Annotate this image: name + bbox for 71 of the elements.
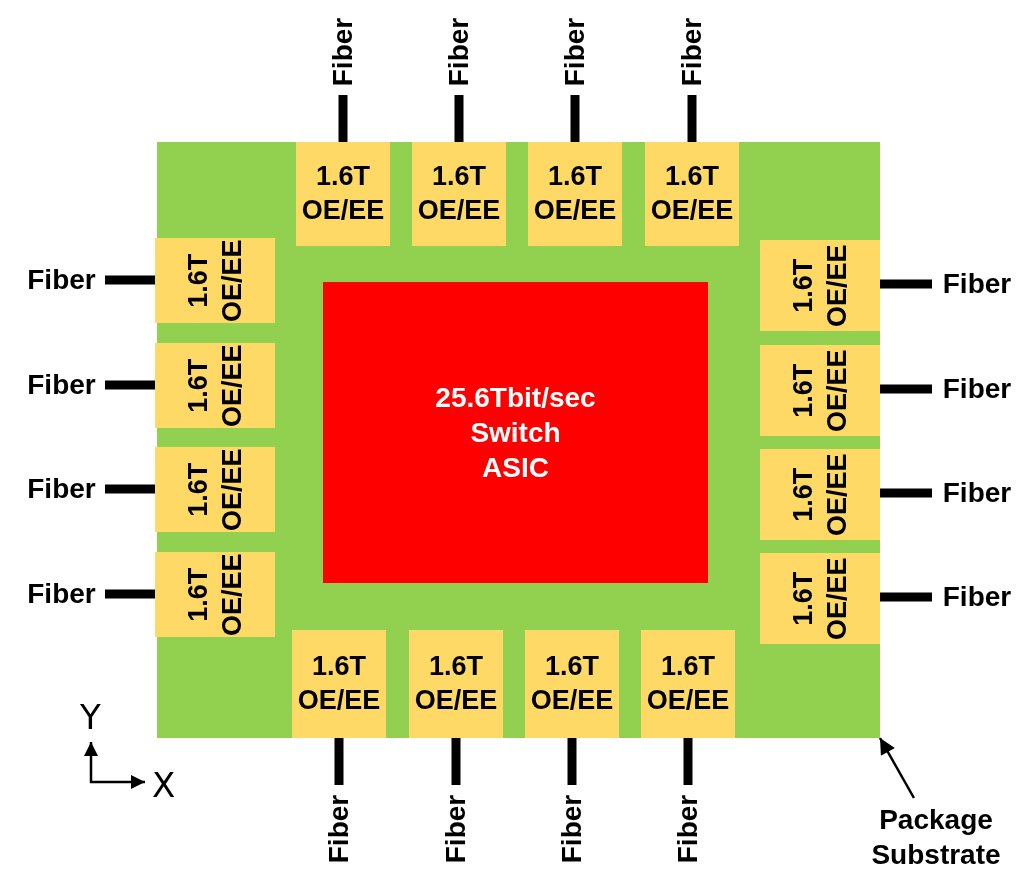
module-label: 1.6T OE/EE — [181, 344, 247, 427]
fiber-line — [880, 488, 932, 498]
package-substrate — [157, 142, 880, 738]
module-box — [296, 142, 390, 246]
module-label: 1.6T OE/EE — [181, 448, 247, 531]
fiber-label: Fiber — [942, 479, 1012, 507]
module-label: 1.6T OE/EE — [786, 349, 852, 432]
axis-label: X — [152, 768, 176, 802]
fiber-line — [687, 95, 697, 142]
module-label: 1.6T OE/EE — [530, 650, 614, 717]
asic-chip — [323, 282, 708, 583]
fiber-line — [683, 738, 693, 785]
module-box — [155, 238, 275, 323]
fiber-line — [105, 275, 155, 285]
module-box — [760, 449, 880, 540]
callout-label: Package Substrate — [870, 803, 1002, 872]
fiber-line — [105, 380, 155, 390]
module-box — [155, 552, 275, 637]
fiber-line — [570, 95, 580, 142]
fiber-label: Fiber — [27, 266, 96, 294]
module-label: 1.6T OE/EE — [650, 160, 734, 227]
module-label: 1.6T OE/EE — [786, 453, 852, 536]
module-label: 1.6T OE/EE — [417, 160, 501, 227]
fiber-line — [451, 738, 461, 785]
module-label: 1.6T OE/EE — [181, 239, 247, 322]
module-label: 1.6T OE/EE — [301, 160, 385, 227]
fiber-line — [338, 95, 348, 142]
fiber-line — [454, 95, 464, 142]
fiber-line — [880, 279, 932, 289]
fiber-label: Fiber — [942, 270, 1012, 298]
axis-label: Y — [80, 700, 101, 734]
module-box — [528, 142, 622, 246]
fiber-label: Fiber — [558, 794, 586, 863]
fiber-label: Fiber — [942, 375, 1012, 403]
module-label: 1.6T OE/EE — [533, 160, 617, 227]
module-box — [155, 343, 275, 428]
fiber-line — [105, 589, 155, 599]
fiber-line — [880, 592, 932, 602]
chip-label: 25.6Tbit/sec Switch ASIC — [435, 381, 596, 485]
module-box — [760, 345, 880, 436]
module-label: 1.6T OE/EE — [297, 650, 381, 717]
module-box — [525, 630, 619, 738]
fiber-label: Fiber — [445, 17, 473, 86]
module-label: 1.6T OE/EE — [181, 553, 247, 636]
fiber-label: Fiber — [27, 580, 96, 608]
fiber-label: Fiber — [27, 475, 96, 503]
module-box — [409, 630, 503, 738]
module-box — [292, 630, 386, 738]
module-label: 1.6T OE/EE — [786, 557, 852, 640]
module-box — [641, 630, 735, 738]
leader-arrow — [878, 737, 916, 799]
fiber-line — [105, 484, 155, 494]
fiber-label: Fiber — [329, 17, 357, 86]
fiber-label: Fiber — [27, 371, 96, 399]
module-label: 1.6T OE/EE — [786, 244, 852, 327]
fiber-label: Fiber — [678, 17, 706, 86]
module-label: 1.6T OE/EE — [414, 650, 498, 717]
fiber-label: Fiber — [442, 794, 470, 863]
module-box — [760, 553, 880, 644]
module-box — [645, 142, 739, 246]
module-box — [412, 142, 506, 246]
module-box — [760, 240, 880, 331]
fiber-label: Fiber — [561, 17, 589, 86]
fiber-line — [334, 738, 344, 785]
fiber-label: Fiber — [942, 583, 1012, 611]
fiber-line — [880, 384, 932, 394]
fiber-label: Fiber — [674, 794, 702, 863]
fiber-line — [567, 738, 577, 785]
module-label: 1.6T OE/EE — [646, 650, 730, 717]
module-box — [155, 447, 275, 532]
fiber-label: Fiber — [325, 794, 353, 863]
